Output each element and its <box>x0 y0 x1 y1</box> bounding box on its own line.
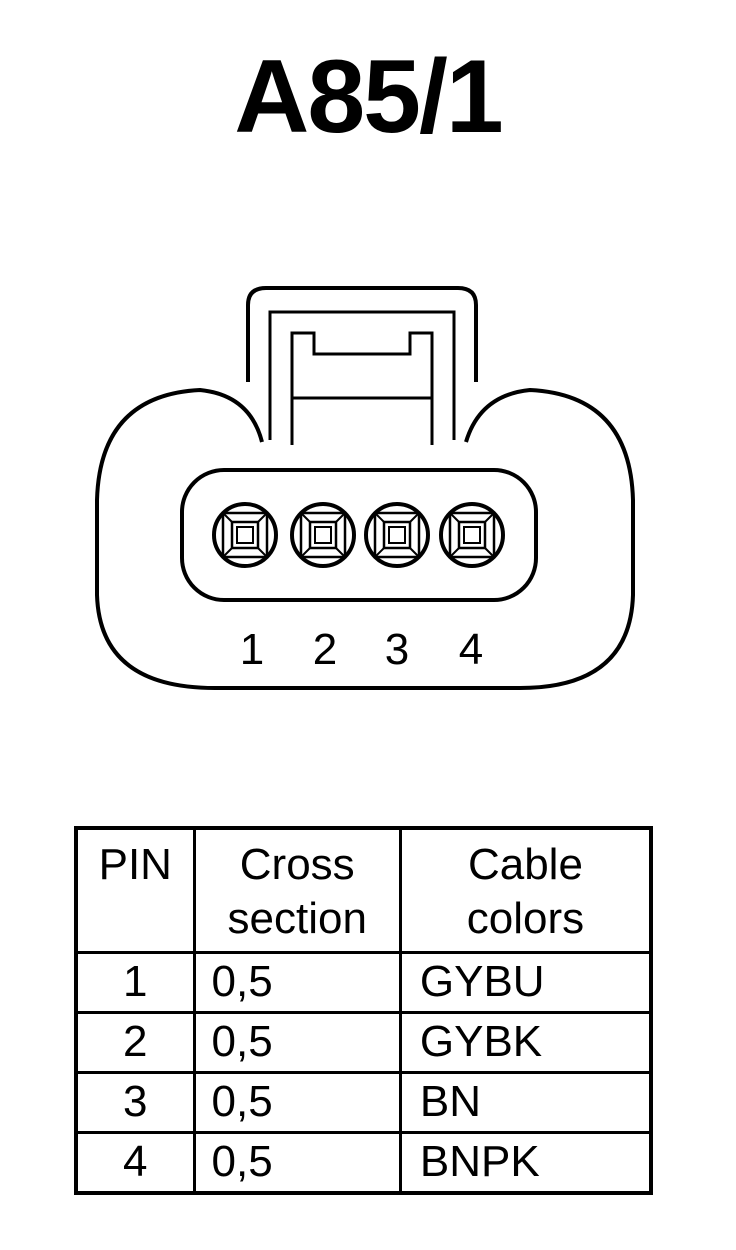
cell-pin: 1 <box>74 950 196 1014</box>
table-row: 2 0,5 GYBK <box>74 1010 653 1074</box>
header-cross-section-line2: section <box>227 894 367 943</box>
table-header-row: PIN Cross section Cable colors <box>74 826 653 954</box>
cell-cable-colors: BN <box>398 1070 653 1134</box>
pin-label-1: 1 <box>240 625 264 674</box>
cell-cross-section: 0,5 <box>192 950 402 1014</box>
cell-pin: 4 <box>74 1130 196 1194</box>
pin-assignment-table: PIN Cross section Cable colors 1 0,5 GYB… <box>74 826 653 1195</box>
connector-latch-inner <box>268 310 456 440</box>
table-row: 4 0,5 BNPK <box>74 1130 653 1194</box>
pin-4 <box>439 502 505 568</box>
header-pin: PIN <box>74 826 196 954</box>
cell-pin: 3 <box>74 1070 196 1134</box>
cell-cross-section: 0,5 <box>192 1130 402 1194</box>
header-cable-colors-line1: Cable <box>467 840 583 889</box>
cell-cross-section: 0,5 <box>192 1070 402 1134</box>
pin-label-4: 4 <box>459 625 483 674</box>
connector-title: A85/1 <box>234 39 504 155</box>
cell-pin: 2 <box>74 1010 196 1074</box>
connector-latch <box>246 286 478 382</box>
connector-housing <box>95 388 635 690</box>
table-row: 1 0,5 GYBU <box>74 950 653 1014</box>
connector-diagram: 1 2 3 4 <box>95 286 635 690</box>
cell-cable-colors: GYBU <box>398 950 653 1014</box>
cell-cable-colors: BNPK <box>398 1130 653 1194</box>
header-cross-section-line1: Cross <box>239 840 355 889</box>
cell-cable-colors: GYBK <box>398 1010 653 1074</box>
pin-label-3: 3 <box>385 625 409 674</box>
header-cable-colors-line2: colors <box>466 894 585 943</box>
pin-cavity <box>180 468 538 602</box>
pin-3 <box>364 502 430 568</box>
pin-2 <box>290 502 356 568</box>
cell-cross-section: 0,5 <box>192 1010 402 1074</box>
header-pin-label: PIN <box>98 840 172 889</box>
pin-label-2: 2 <box>313 625 337 674</box>
pin-1 <box>212 502 278 568</box>
header-cable-colors: Cable colors <box>398 826 653 954</box>
header-cross-section: Cross section <box>192 826 402 954</box>
table-row: 3 0,5 BN <box>74 1070 653 1134</box>
